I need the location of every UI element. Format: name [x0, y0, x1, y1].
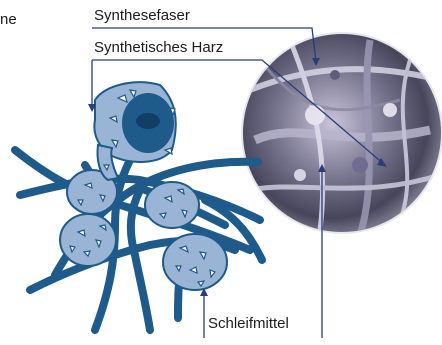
cut-off-label: ne: [0, 12, 17, 27]
fiber-core: [136, 113, 160, 129]
synthetic-resin-label: Synthetisches Harz: [94, 40, 223, 55]
abrasive-label: Schleifmittel: [208, 316, 289, 331]
micrograph-circle: [241, 32, 442, 235]
synthetic-fibers: [15, 150, 262, 330]
resin-blob: [145, 182, 199, 228]
resin-blob: [163, 234, 227, 290]
synthetic-fiber-label: Synthesefaser: [94, 8, 190, 23]
resin-blob: [60, 214, 116, 266]
